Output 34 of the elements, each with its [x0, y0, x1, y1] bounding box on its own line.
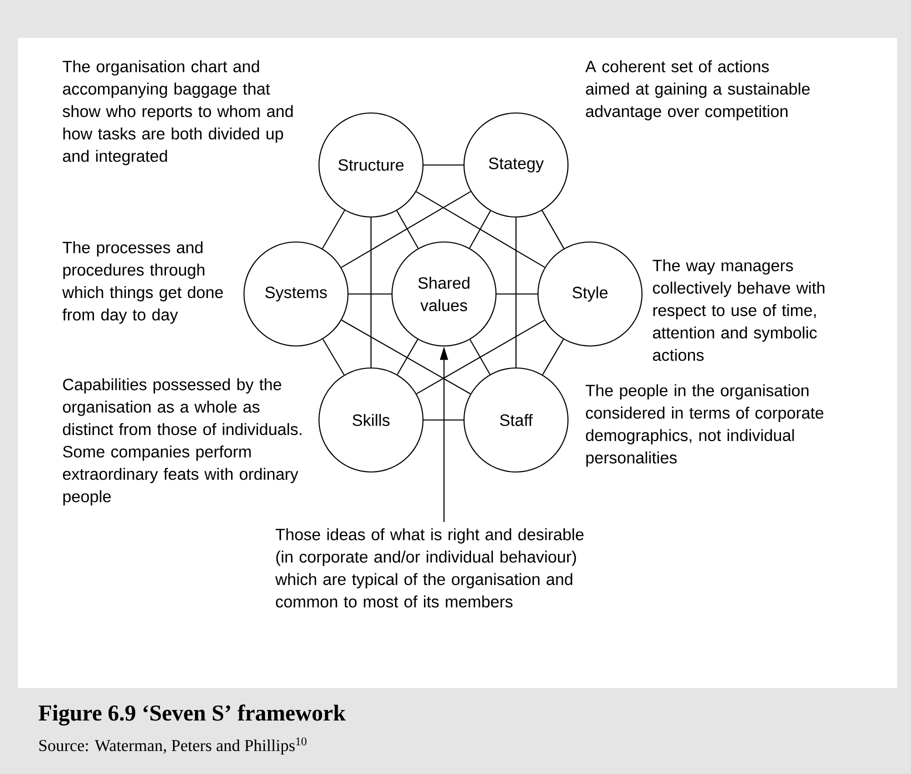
description-text: The people in the organisation considered in terms of corporate demographics, not individual personalities — [586, 384, 824, 467]
connector-line — [396, 339, 418, 375]
circle-node: Staff — [463, 367, 569, 473]
circle-node: Structure — [318, 112, 424, 218]
description-text: The processes and procedures through which things get done from day to day — [62, 241, 223, 324]
description-text: Capabilities possessed by the organisation as a whole as distinct from those of individuals. Some companies perform extraordinary feats with ordinary people — [62, 378, 302, 506]
circle-node: Stategy — [463, 112, 569, 218]
figure-title: Figure 6.9 ‘Seven S’ framework — [38, 704, 346, 726]
description-text: Those ideas of what is right and desirable (in corporate and/or individual behaviour) which are typical of the organisation and common to most of its members — [275, 528, 584, 608]
connector-line — [424, 419, 464, 421]
connector-line — [396, 210, 419, 249]
connector-line — [542, 210, 564, 249]
connector-line — [370, 218, 372, 368]
connector-line — [496, 293, 538, 295]
connector-line — [341, 191, 471, 268]
connector-line — [416, 191, 546, 268]
connector-line — [348, 293, 392, 295]
circle-node: Skills — [318, 367, 424, 473]
source-note: Source: Waterman, Peters and Phillips$^{10}$ — [39, 737, 306, 755]
connector-line — [341, 320, 471, 394]
connector-line — [515, 218, 517, 368]
connector-line — [416, 320, 545, 394]
connector-line — [322, 210, 346, 249]
connector-line — [542, 339, 564, 375]
circle-node: Style — [537, 241, 643, 347]
circle-node: Shared values — [391, 241, 497, 347]
connector-line — [469, 210, 491, 248]
description-text: The organisation chart and accompanying baggage that show who reports to whom and how tasks are both divided up and integrated — [62, 60, 293, 166]
connector-line — [322, 338, 345, 376]
circle-node: Systems — [243, 241, 349, 347]
description-text: A coherent set of actions aimed at gaining a sustainable advantage over competition — [585, 60, 810, 120]
connector-line — [424, 164, 464, 166]
connector-line — [470, 339, 490, 375]
description-text: The way managers collectively behave with respect to use of time, attention and symbolic actions — [652, 259, 824, 361]
